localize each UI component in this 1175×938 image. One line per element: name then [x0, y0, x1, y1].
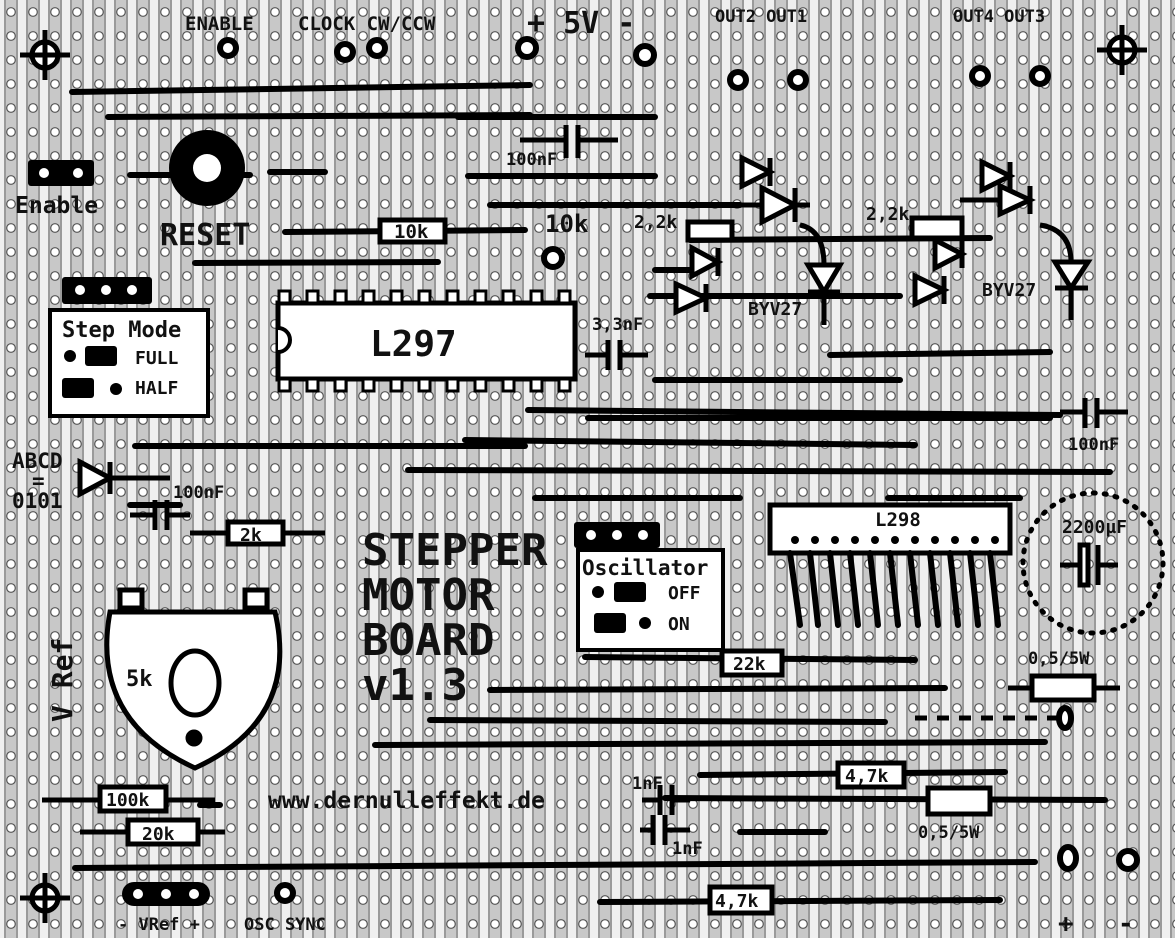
power-plus-label: + [1058, 909, 1074, 938]
capacitor-100nf-top-label: 100nF [506, 150, 557, 170]
oscillator-off-label: OFF [668, 583, 701, 604]
enable-connector-label: ENABLE [185, 13, 254, 35]
capacitor-1nf-b-label: 1nF [672, 839, 703, 859]
vref-label: V Ref [46, 638, 79, 722]
board-title-line-4: v1.3 [362, 660, 468, 711]
l298-label: L298 [875, 509, 921, 531]
top-connector-labels: ENABLE CLOCK CW/CCW OUT2 OUT1 OUT4 OUT3 [185, 7, 1045, 35]
step-mode-box [48, 308, 210, 418]
step-mode-half-label: HALF [135, 378, 178, 399]
connector-pads [217, 36, 1140, 904]
capacitor-2200uf-label: 2200µF [1062, 517, 1127, 538]
abcd-equals-label: = [32, 469, 45, 493]
board-title-line-3: BOARD [362, 615, 494, 666]
l297-label: L297 [370, 324, 457, 365]
oscillator-on-label: ON [668, 614, 690, 635]
resistor-leads [42, 530, 1120, 835]
oscillator-jumper-icons [592, 582, 651, 633]
mounting-hole-icon [20, 873, 70, 923]
osc-sync-connector-label: OSC SYNC [244, 915, 326, 935]
resistor-2-2k-a-label: 2,2k [634, 212, 678, 233]
enable-jumper-label: Enable [15, 193, 98, 219]
resistor-4-7k-a-label: 4,7k [845, 766, 889, 787]
capacitor-100nf-left-label: 100nF [173, 483, 224, 503]
resistor-10k-label: 10k [394, 221, 429, 243]
out4-out3-label: OUT4 OUT3 [953, 7, 1045, 27]
resistor-0-5-5w-a-label: 0,5/5W [1028, 649, 1090, 669]
vref-header [122, 882, 210, 906]
reset-label: RESET [160, 218, 250, 253]
out2-out1-label: OUT2 OUT1 [715, 7, 807, 27]
oscillator-header-icon [574, 522, 660, 548]
diode-icons [77, 153, 1093, 499]
resistor-2k-label: 2k [240, 525, 262, 546]
vref-connector-label: - VRef + [118, 915, 200, 935]
capacitor-1nf-a-label: 1nF [632, 774, 663, 794]
step-mode-full-label: FULL [135, 348, 179, 369]
resistor-4-7k-b-label: 4,7k [715, 891, 759, 912]
mounting-hole-icon [20, 30, 70, 80]
diode-leads [110, 197, 1074, 481]
resistor-22k-label: 22k [733, 654, 766, 675]
diode-byv27-b-label: BYV27 [982, 280, 1036, 301]
l297-ic [275, 289, 578, 393]
mounting-hole-icon [1097, 25, 1147, 75]
trimmer-10k-label: 10k [545, 210, 589, 238]
capacitor-100nf-right-label: 100nF [1068, 435, 1119, 455]
wire-links [69, 82, 1113, 905]
clock-direction-connector-label: CLOCK CW/CCW [298, 13, 436, 35]
website-label: www.dernulleffekt.de [268, 788, 545, 814]
capacitors [130, 125, 1128, 845]
capacitor-3-3nf-label: 3,3nF [592, 315, 643, 335]
l298-ic [767, 502, 1013, 628]
step-mode-title: Step Mode [62, 318, 181, 343]
board-title-line-1: STEPPER [362, 525, 548, 576]
abcd-label: ABCD [12, 449, 63, 473]
electrolytic-cap-outline [1020, 490, 1166, 636]
resistor-20k-label: 20k [142, 824, 175, 845]
potentiometer-icon [104, 587, 283, 771]
step-mode-header-icon [62, 277, 152, 304]
reset-button-icon [169, 130, 245, 206]
electrolytic-cap-icon [1060, 542, 1118, 588]
potentiometer-5k-label: 5k [126, 667, 153, 692]
step-mode-jumper-icons [62, 346, 122, 398]
power-minus-label: - [1118, 909, 1134, 938]
resistor-2-2k-b-label: 2,2k [866, 204, 910, 225]
enable-jumper-icon [28, 160, 94, 186]
oscillator-box [576, 548, 725, 652]
diode-byv27-a-label: BYV27 [748, 299, 802, 320]
oscillator-title: Oscillator [582, 556, 708, 580]
resistor-100k-label: 100k [106, 790, 150, 811]
board-title-line-2: MOTOR [362, 570, 495, 621]
resistor-0-5-5w-b-label: 0,5/5W [918, 823, 980, 843]
abcd-value-label: 0101 [12, 489, 63, 513]
power-connector-label: + 5V - [527, 6, 635, 41]
board-title: STEPPER MOTOR BOARD v1.3 [362, 525, 548, 711]
